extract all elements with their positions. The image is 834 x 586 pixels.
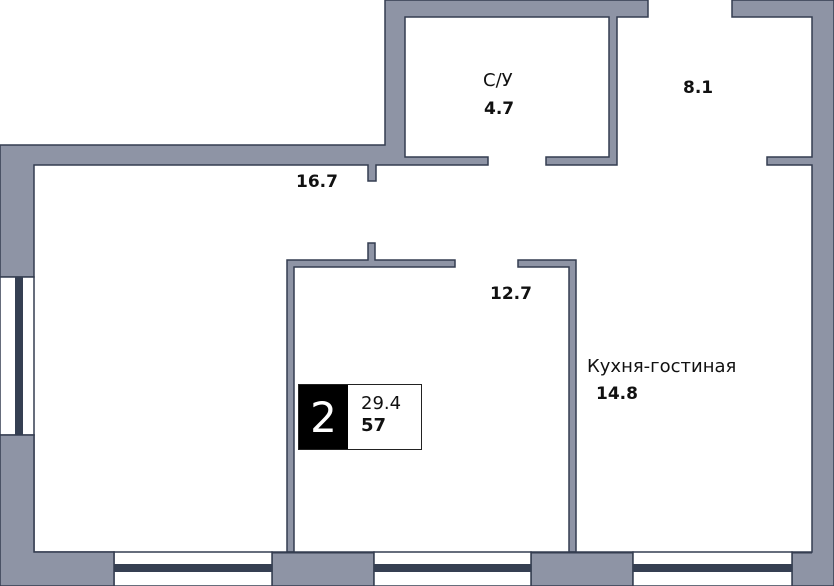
room-area-bathroom: 4.7 (484, 99, 515, 119)
window-bottom-1-glass (114, 564, 272, 572)
room-area-kitchen: 14.8 (596, 384, 638, 404)
window-bottom-3-glass (633, 564, 792, 572)
room-name-bathroom: С/У (483, 70, 513, 91)
living-area: 29.4 (361, 393, 402, 414)
total-area: 57 (361, 415, 387, 436)
window-bottom-2-glass (374, 564, 531, 572)
wall-outer-right (731, 0, 834, 586)
badge-values: 29.4 57 (348, 385, 401, 449)
window-left-glass (15, 277, 23, 435)
wall-corner-bottom-left (0, 434, 115, 586)
room-area-hallway: 8.1 (683, 78, 714, 98)
room-area-living: 16.7 (296, 172, 338, 192)
rooms-count: 2 (299, 385, 348, 449)
wall-bottom-mid-1 (271, 551, 375, 586)
apartment-badge: 2 29.4 57 (298, 384, 422, 450)
wall-bottom-mid-2 (530, 551, 634, 586)
room-area-bedroom: 12.7 (490, 284, 532, 304)
room-name-kitchen: Кухня-гостиная (587, 356, 737, 377)
wall-outer-left-top (0, 0, 649, 278)
